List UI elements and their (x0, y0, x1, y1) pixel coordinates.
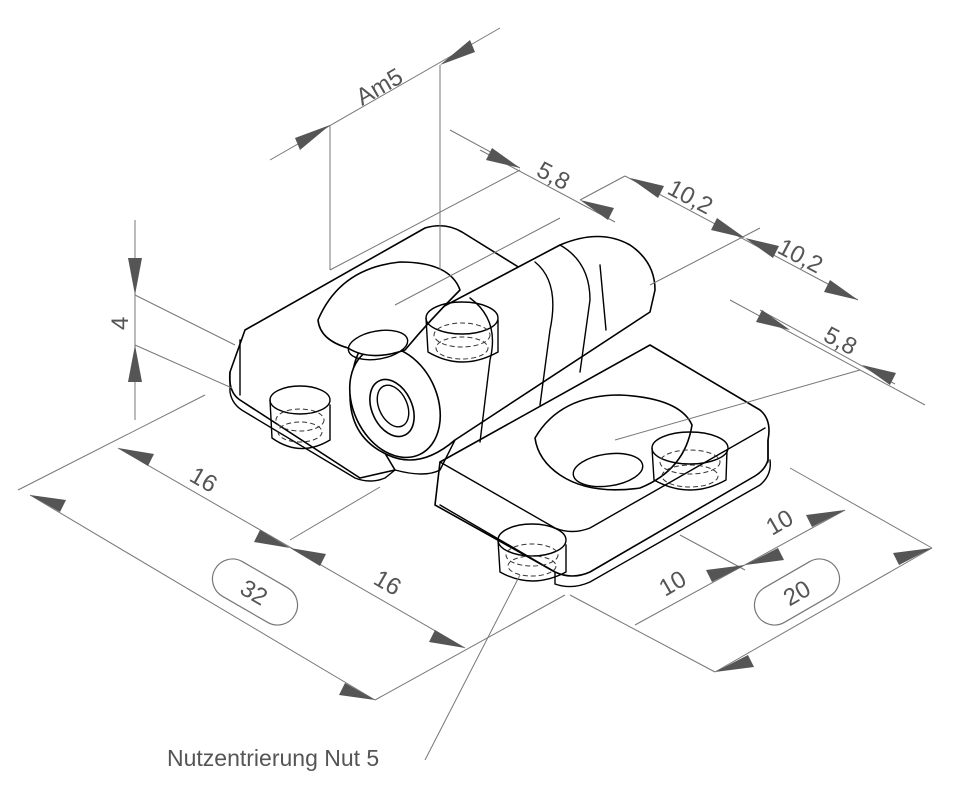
left-leaf-thickness (229, 371, 396, 482)
dim-5-8-top: 5,8 (532, 156, 574, 196)
leader-line (424, 574, 521, 761)
dim-5-8-right: 5,8 (819, 321, 861, 361)
hinge-part (228, 224, 771, 588)
dim-am5: Am5 (352, 63, 408, 111)
dim-20-bubble: 20 (753, 558, 841, 626)
pin-bore (369, 378, 415, 438)
centering-pins (269, 301, 729, 582)
dim-10-2-a: 10,2 (663, 174, 717, 220)
arrowheads (30, 40, 932, 700)
callout-label: Nutzentrierung Nut 5 (167, 745, 379, 771)
dim-10-2-b: 10,2 (773, 233, 827, 279)
dim-32-bubble: 32 (211, 558, 299, 626)
dim-10-a: 10 (655, 565, 692, 602)
dim-4: 4 (107, 317, 134, 330)
dim-10-b: 10 (762, 504, 799, 541)
dimension-labels: Am5 5,8 10,2 10,2 5,8 4 16 16 32 10 10 2… (107, 63, 861, 626)
dim-16-a: 16 (185, 462, 222, 499)
callout: Nutzentrierung Nut 5 (167, 574, 521, 771)
